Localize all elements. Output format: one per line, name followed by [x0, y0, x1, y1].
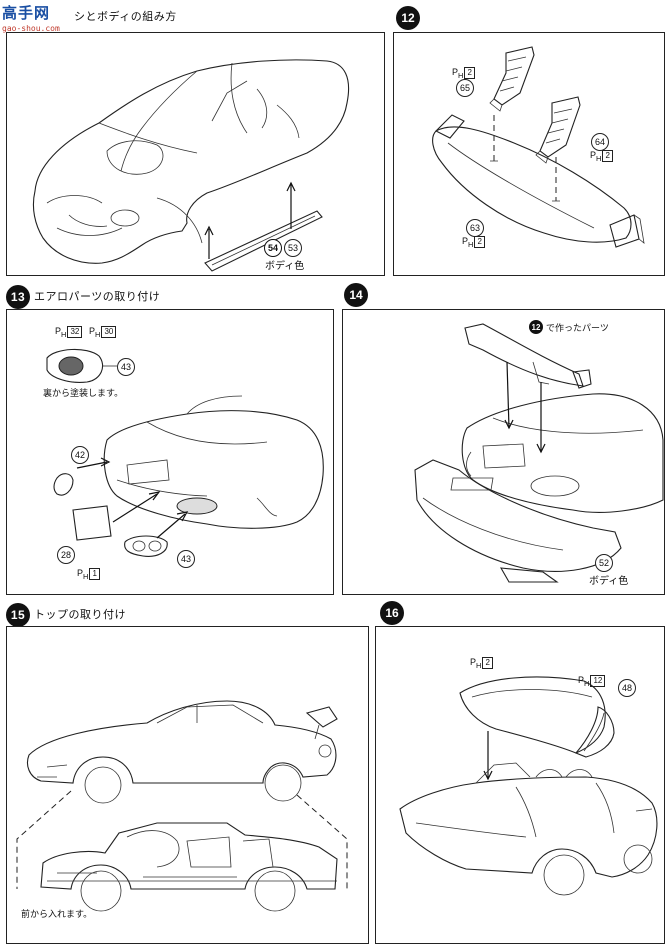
step14-ref: 12 で作ったパーツ — [529, 320, 609, 334]
step13-paint-note: 裏から塗装します。 — [43, 389, 124, 399]
step14-panel: 12 で作ったパーツ 52 ボディ色 — [342, 309, 665, 595]
step12-wing-drawing — [432, 46, 645, 248]
step16-number: 16 — [380, 601, 404, 625]
logo-text: 高手网 — [2, 4, 51, 22]
step12-number: 12 — [396, 6, 420, 30]
part-43: 43 — [117, 358, 135, 376]
part-64: 64 — [591, 133, 609, 151]
part-28: 28 — [57, 546, 75, 564]
step15-panel: 前から入れます。 — [6, 626, 369, 944]
step15-note: 前から入れます。 — [21, 910, 93, 920]
step13-number: 13 — [6, 285, 30, 309]
part-65: 65 — [456, 79, 474, 97]
part-48: 48 — [618, 679, 636, 697]
part-43b: 43 — [177, 550, 195, 568]
part-63: 63 — [466, 219, 484, 237]
step11-color-note: ボディ色 — [265, 261, 305, 272]
step14-ref-text: で作ったパーツ — [546, 323, 609, 334]
step14-number: 14 — [344, 283, 368, 307]
step14-color-note: ボディ色 — [589, 576, 629, 587]
step15-top-drawing — [16, 700, 348, 912]
part-54: 54 — [264, 239, 282, 257]
step16-softtop-drawing — [399, 676, 658, 896]
step11-title: シとボディの組み方 — [74, 10, 177, 23]
step13-aero-drawing — [46, 348, 324, 557]
part-53: 53 — [284, 239, 302, 257]
step14-rear-drawing — [414, 323, 664, 583]
step11-panel: 54 53 ボディ色 — [6, 32, 385, 276]
part-42: 42 — [71, 446, 89, 464]
step15-number: 15 — [6, 603, 30, 627]
part-52: 52 — [595, 554, 613, 572]
site-logo: 高手网 gao-shou.com — [2, 2, 72, 42]
step11-body-drawing — [32, 59, 350, 272]
step14-ref-step: 12 — [529, 320, 543, 334]
logo-url: gao-shou.com — [2, 24, 60, 33]
